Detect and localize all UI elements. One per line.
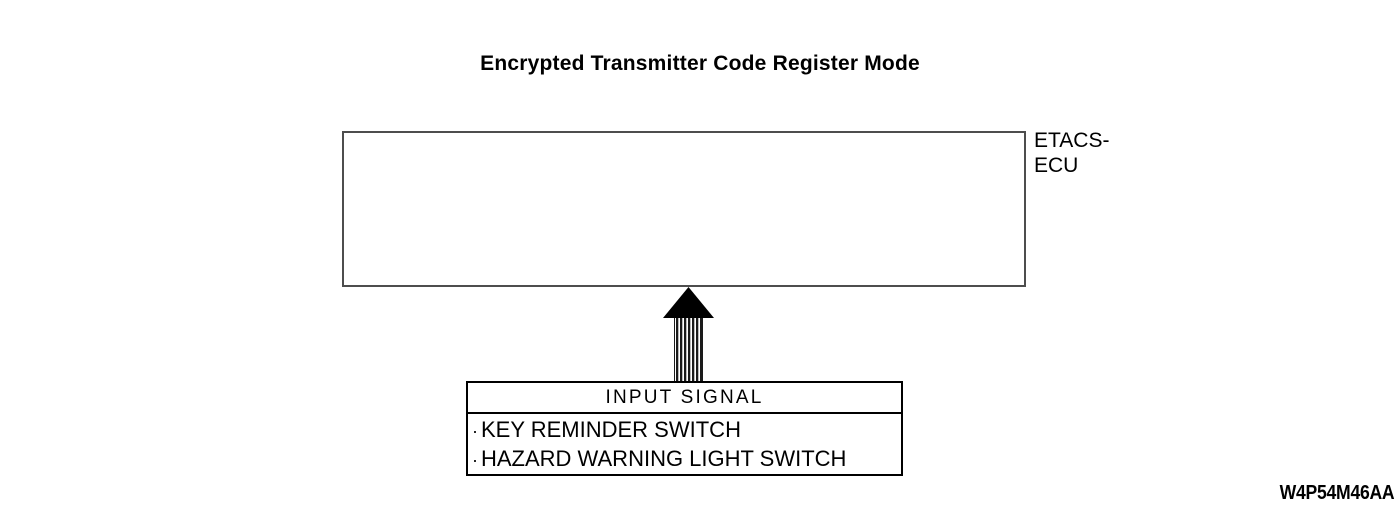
etacs-ecu-box xyxy=(342,131,1026,287)
list-item: · HAZARD WARNING LIGHT SWITCH xyxy=(472,445,901,474)
input-signal-list: · KEY REMINDER SWITCH · HAZARD WARNING L… xyxy=(468,414,901,474)
upward-striped-arrow-icon xyxy=(660,286,718,382)
bullet-icon: · xyxy=(472,449,478,470)
etacs-ecu-label-line1: ETACS- xyxy=(1034,129,1110,152)
figure-code: W4P54M46AA xyxy=(1279,482,1394,504)
page-title: Encrypted Transmitter Code Register Mode xyxy=(480,52,920,75)
list-item-label: HAZARD WARNING LIGHT SWITCH xyxy=(481,445,847,471)
etacs-ecu-label: ETACS-ECU xyxy=(1034,128,1109,178)
bullet-icon: · xyxy=(472,420,478,441)
etacs-ecu-label-line2: ECU xyxy=(1034,154,1079,177)
list-item: · KEY REMINDER SWITCH xyxy=(472,416,901,445)
list-item-label: KEY REMINDER SWITCH xyxy=(481,416,741,442)
input-signal-box: INPUT SIGNAL · KEY REMINDER SWITCH · HAZ… xyxy=(466,381,903,476)
input-signal-header: INPUT SIGNAL xyxy=(468,383,901,414)
